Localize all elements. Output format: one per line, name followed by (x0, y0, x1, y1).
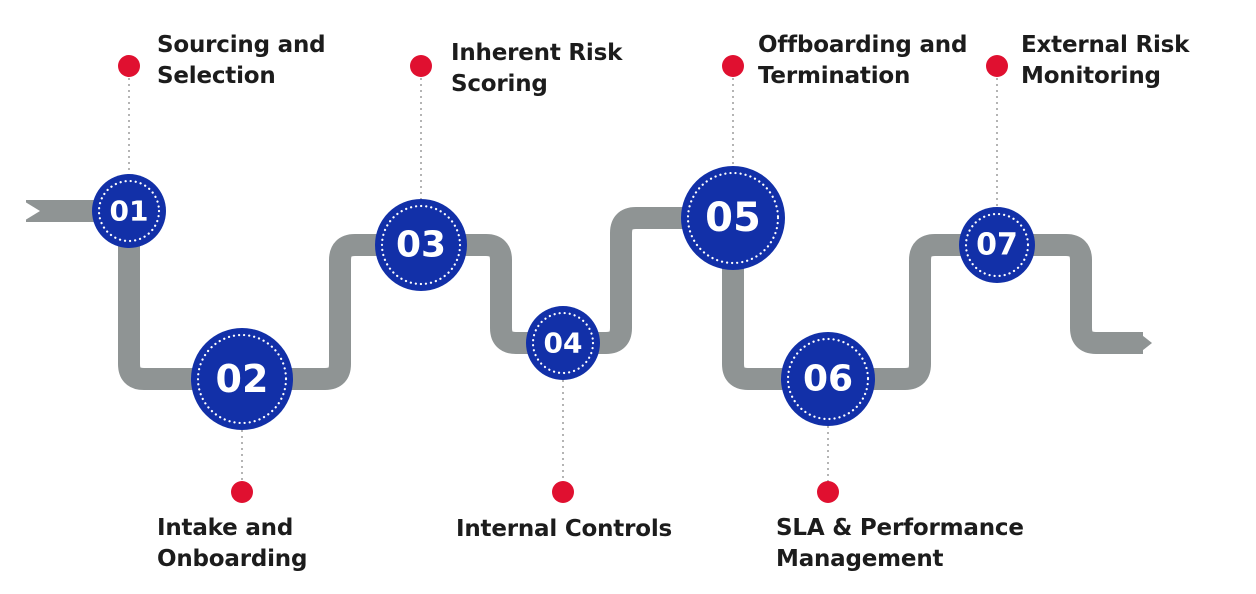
step-2-node: 02 (191, 328, 293, 430)
step-5-dotted-ring (686, 171, 780, 265)
step-4-circle (526, 306, 600, 380)
track-start-notch (22, 200, 40, 222)
step-5-number: 05 (705, 195, 761, 241)
step-2-label-line: Intake and (157, 515, 294, 541)
step-5-circle (681, 166, 785, 270)
step-1-dotted-ring (97, 179, 161, 243)
step-2-marker (231, 481, 253, 503)
step-4-number: 04 (544, 327, 583, 360)
step-6-label-line: SLA & Performance (776, 515, 1024, 541)
step-3-node: 03 (375, 199, 467, 291)
step-4-marker (552, 481, 574, 503)
step-3-number: 03 (396, 225, 446, 266)
step-2-circle (191, 328, 293, 430)
step-7-marker (986, 55, 1008, 77)
step-3-dotted-ring (380, 204, 462, 286)
step-3-marker (410, 55, 432, 77)
step-7-node: 07 (959, 207, 1035, 283)
step-6-dotted-ring (786, 337, 870, 421)
step-2-dotted-ring (196, 333, 288, 425)
step-7-label-line: Monitoring (1021, 63, 1161, 89)
step-6-circle (781, 332, 875, 426)
step-5-marker (722, 55, 744, 77)
step-1-number: 01 (110, 195, 149, 228)
step-7-number: 07 (976, 228, 1018, 263)
step-3-label-line: Inherent Risk (451, 40, 623, 66)
step-1-label-line: Selection (157, 63, 276, 89)
process-track (26, 200, 1143, 390)
step-2-number: 02 (216, 357, 269, 401)
step-3-label-line: Scoring (451, 71, 548, 97)
step-7-dotted-ring (964, 212, 1030, 278)
step-6-marker (817, 481, 839, 503)
step-6-label-line: Management (776, 546, 944, 572)
step-4-node: 04 (526, 306, 600, 380)
step-4-dotted-ring (531, 311, 595, 375)
step-3-circle (375, 199, 467, 291)
step-1-circle (92, 174, 166, 248)
track-end-arrow (1138, 332, 1152, 354)
step-2-label-line: Onboarding (157, 546, 308, 572)
step-6-number: 06 (803, 359, 853, 400)
step-5-label-line: Termination (758, 63, 911, 89)
step-1-marker (118, 55, 140, 77)
step-1-label-line: Sourcing and (157, 32, 326, 58)
step-1-node: 01 (92, 174, 166, 248)
step-6-node: 06 (781, 332, 875, 426)
step-4-label-line: Internal Controls (456, 516, 673, 542)
step-5-label-line: Offboarding and (758, 32, 968, 58)
step-4-label: Internal Controls (456, 514, 672, 545)
step-7-label-line: External Risk (1021, 32, 1190, 58)
step-7-circle (959, 207, 1035, 283)
step-5-node: 05 (681, 166, 785, 270)
